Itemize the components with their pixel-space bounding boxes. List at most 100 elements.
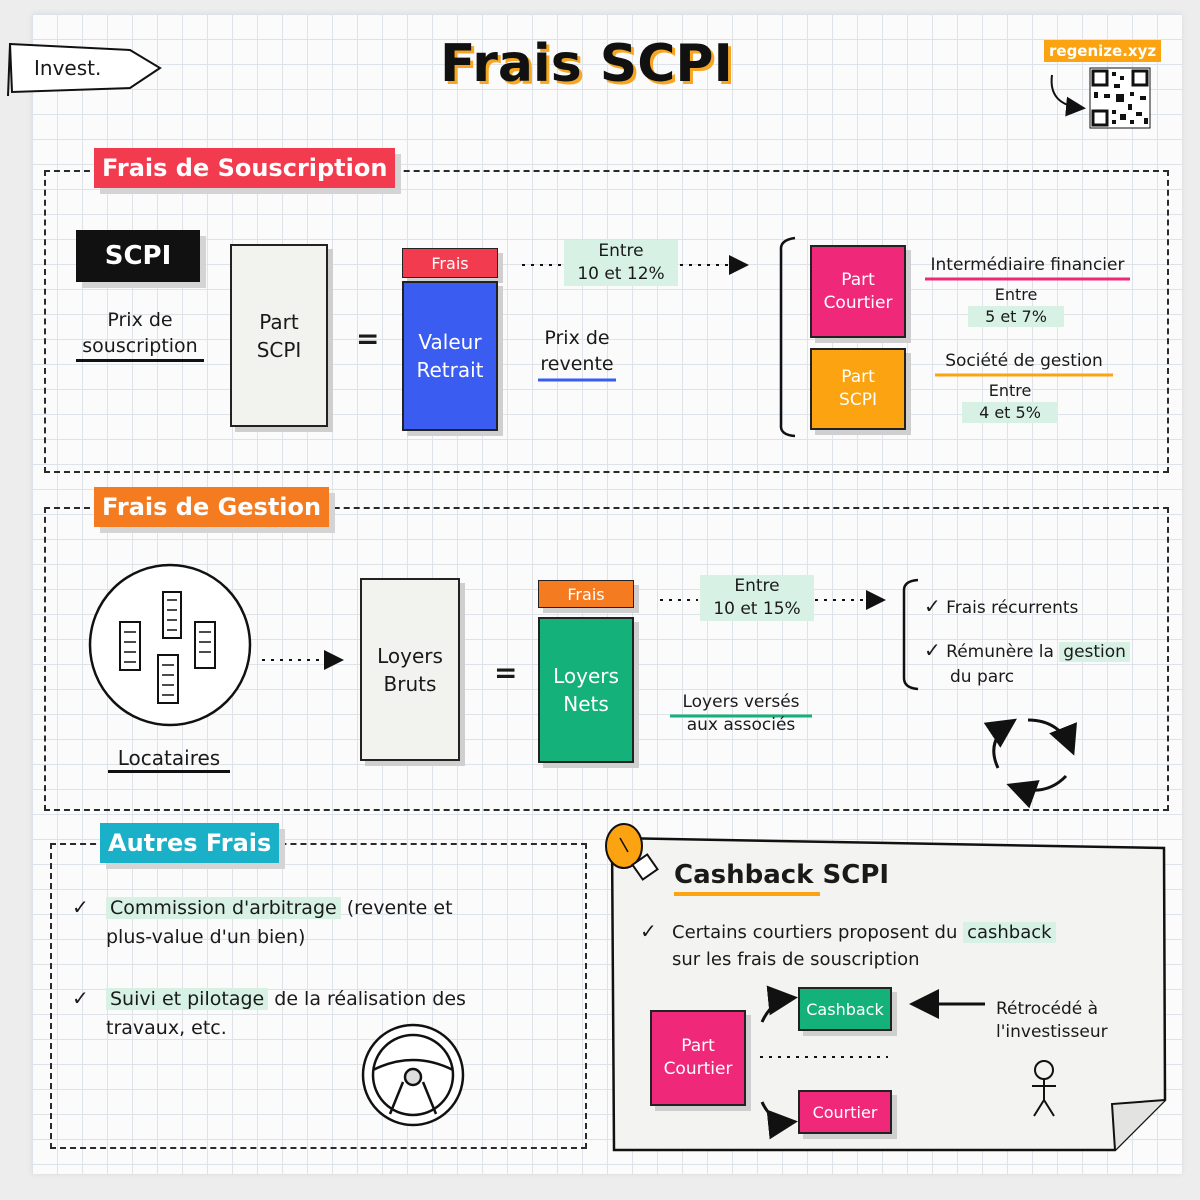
- part-scpi-box: Part SCPI: [230, 244, 328, 427]
- item1-line-2: plus-value d'un bien): [106, 925, 306, 948]
- equals-sign-1: =: [356, 322, 380, 355]
- soc-range-line-2: 4 et 5%: [962, 401, 1058, 424]
- range-10-15: Entre 10 et 15%: [700, 575, 814, 621]
- valeur-line-1: Valeur: [418, 330, 482, 354]
- item2-highlight: Suivi et pilotage: [106, 988, 269, 1010]
- cashback-part-courtier-box: Part Courtier: [650, 1010, 746, 1106]
- cashback-text-line-2: sur les frais de souscription: [672, 949, 920, 970]
- verses-line-1: Loyers versés: [682, 692, 800, 712]
- qr-code-icon: [1089, 67, 1151, 129]
- range-10-12: Entre 10 et 12%: [564, 240, 678, 286]
- item2-line-2: travaux, etc.: [106, 1016, 227, 1039]
- item1-rest: (revente et: [340, 897, 453, 919]
- cashback-text-highlight: cashback: [963, 922, 1056, 943]
- invest-tag-shape: [8, 42, 162, 94]
- bullet-frais-recurrents: ✓ Frais récurrents: [924, 594, 1078, 618]
- locataires-label: Locataires: [108, 746, 230, 773]
- loyers-bruts-line-1: Loyers: [377, 643, 443, 668]
- cashback-box-text: Cashback: [806, 999, 884, 1019]
- loyers-nets-box: Loyers Nets: [538, 617, 634, 763]
- courtier-box-text: Courtier: [812, 1102, 878, 1122]
- prix-souscription-label: Prix de souscription: [76, 308, 204, 363]
- verses-line-2: aux associés: [686, 714, 796, 735]
- loyers-nets-line-1: Loyers: [553, 664, 619, 688]
- autres-item-2: ✓ Suivi et pilotage de la réalisation des…: [72, 983, 466, 1042]
- soc-range: Entre 4 et 5%: [962, 380, 1058, 424]
- item1-highlight: Commission d'arbitrage: [106, 897, 341, 919]
- cashback-box: Cashback: [798, 987, 892, 1031]
- section-gestion: [44, 507, 1169, 811]
- autres-item-1: ✓ Commission d'arbitrage (revente et plus…: [72, 892, 453, 951]
- equals-sign-2: =: [494, 656, 518, 689]
- intermediaire-label: Intermédiaire financier: [930, 255, 1125, 275]
- buildings-icon: [88, 563, 252, 727]
- bullet2-text-c: du parc: [950, 667, 1015, 687]
- inter-range-line-1: Entre: [994, 285, 1038, 304]
- inter-range: Entre 5 et 7%: [968, 284, 1064, 328]
- part-scpi-split-box: Part SCPI: [810, 348, 906, 430]
- frais-tag-2-text: Frais: [567, 584, 605, 604]
- page-title: Frais SCPI: [440, 34, 770, 104]
- steering-wheel-icon: [361, 1023, 465, 1127]
- cashback-courtier-line-1: Part: [681, 1036, 715, 1057]
- section-title-autres: Autres Frais: [100, 823, 280, 863]
- retro-line-2: l'investisseur: [996, 1021, 1108, 1042]
- retrocede-label: Rétrocédé à l'investisseur: [996, 998, 1128, 1044]
- revente-line-2: revente: [540, 352, 614, 375]
- prix-line-1: Prix de: [107, 309, 173, 331]
- item2-rest: de la réalisation des: [268, 988, 466, 1010]
- loyers-bruts-line-2: Bruts: [383, 671, 437, 696]
- soc-range-line-1: Entre: [988, 381, 1032, 400]
- investor-figure-icon: [1032, 1060, 1056, 1117]
- loyers-bruts-box: Loyers Bruts: [360, 578, 460, 761]
- bullet-remunere: ✓ Rémunère la gestion du parc: [924, 636, 1130, 690]
- curved-arrow-icon: [1050, 74, 1086, 117]
- cashback-courtier-line-2: Courtier: [663, 1059, 733, 1079]
- section-title-gestion: Frais de Gestion: [94, 487, 330, 527]
- loyers-verses-label: Loyers versés aux associés: [666, 691, 816, 737]
- frais-tag-1: Frais: [402, 248, 498, 278]
- check-icon: ✓: [72, 986, 89, 1010]
- range-10-15-line-1: Entre: [734, 576, 780, 596]
- cashback-title: Cashback SCPI: [674, 860, 890, 890]
- part-scpi-split-line-1: Part: [841, 367, 875, 388]
- cycle-icon: [983, 718, 1078, 809]
- bullet1-text: Frais récurrents: [946, 598, 1079, 618]
- societe-label: Société de gestion: [945, 351, 1103, 371]
- scpi-badge: SCPI: [76, 230, 200, 282]
- cashback-title-underline: [674, 892, 820, 896]
- bullet2-text-a: Rémunère la: [946, 642, 1054, 662]
- check-icon: ✓: [924, 638, 941, 662]
- range-10-12-line-1: Entre: [598, 241, 644, 261]
- courtier-line-2: Courtier: [823, 292, 893, 313]
- inter-range-line-2: 5 et 7%: [968, 305, 1064, 328]
- invest-tag-label[interactable]: Invest.: [34, 56, 102, 80]
- check-icon: ✓: [924, 594, 941, 618]
- prix-revente-label: Prix de revente: [532, 326, 622, 377]
- scpi-badge-text: SCPI: [104, 241, 172, 271]
- check-icon: ✓: [72, 895, 89, 919]
- page-title-text: Frais SCPI: [440, 34, 733, 94]
- courtier-box: Courtier: [798, 1090, 892, 1134]
- section-title-souscription: Frais de Souscription: [94, 148, 396, 188]
- part-scpi-line-2: SCPI: [256, 337, 302, 362]
- frais-tag-2: Frais: [538, 580, 634, 608]
- range-10-15-line-2: 10 et 15%: [713, 598, 801, 619]
- valeur-retrait-box: Valeur Retrait: [402, 281, 498, 431]
- check-icon: ✓: [640, 919, 657, 943]
- valeur-line-2: Retrait: [416, 358, 484, 382]
- split-bracket: [779, 236, 796, 438]
- cashback-text: ✓Certains courtiers proposent du cashbac…: [640, 916, 1056, 973]
- loyers-nets-line-2: Nets: [563, 692, 609, 716]
- part-scpi-split-line-2: SCPI: [839, 390, 877, 410]
- courtier-line-1: Part: [841, 269, 875, 290]
- prix-line-2: souscription: [76, 334, 204, 363]
- brand-label[interactable]: regenize.xyz: [1044, 40, 1162, 62]
- frais-tag-1-text: Frais: [431, 253, 469, 273]
- bullet2-text-b: gestion: [1059, 642, 1130, 662]
- part-courtier-box: Part Courtier: [810, 245, 906, 338]
- section-souscription: [44, 170, 1169, 473]
- lightbulb-icon: [605, 823, 659, 881]
- range-10-12-line-2: 10 et 12%: [577, 263, 665, 284]
- section-autres: [50, 843, 587, 1149]
